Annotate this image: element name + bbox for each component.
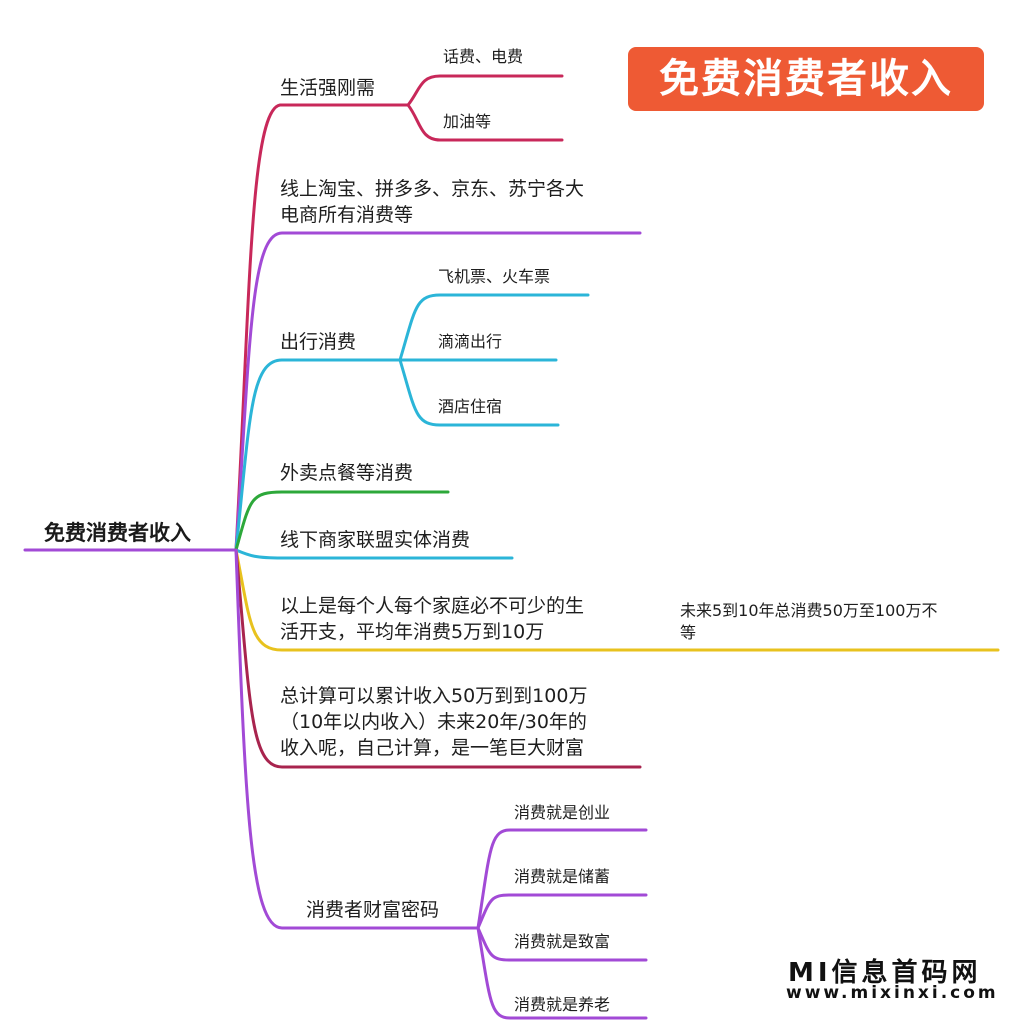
watermark-url: www.mixinxi.com (786, 983, 999, 1003)
connector-b8-sub2 (476, 893, 648, 930)
branch-b1-sub2: 加油等 (443, 112, 492, 131)
branch-b7-label-line1: 总计算可以累计收入50万到到100万 (280, 685, 588, 707)
branch-b3-sub1: 飞机票、火车票 (438, 267, 551, 286)
branch-b3-sub3: 酒店住宿 (438, 397, 503, 416)
branch-b8-sub2: 消费就是储蓄 (514, 867, 611, 886)
connector-b1-sub2 (406, 103, 564, 142)
connector-b8-sub1 (476, 828, 648, 930)
watermark-name: MI信息首码网 (788, 958, 982, 988)
branch-b7-label-line3: 收入呢，自己计算，是一笔巨大财富 (280, 737, 585, 759)
connector-b4 (234, 490, 450, 552)
connector-b8-sub3 (476, 926, 648, 962)
title-badge: 免费消费者收入 (628, 47, 984, 111)
branch-b6-label-line1: 以上是每个人每个家庭必不可少的生 (280, 595, 585, 617)
branch-b7-label-line2: （10年以内收入）未来20年/30年的 (280, 711, 587, 733)
connector-b3 (234, 358, 402, 552)
connector-b8-sub4 (476, 926, 648, 1020)
branch-b1-label: 生活强刚需 (280, 77, 376, 99)
connector-b2 (234, 231, 642, 552)
connector-b6 (234, 548, 1000, 652)
branch-b8-label: 消费者财富密码 (306, 899, 440, 921)
connector-b7 (234, 548, 642, 769)
branch-b6-note-line1: 未来5到10年总消费50万至100万不 (680, 601, 938, 620)
branch-b3-sub2: 滴滴出行 (438, 332, 503, 351)
connector-b3-sub1 (398, 293, 590, 362)
branch-b2-label-line2: 电商所有消费等 (280, 204, 414, 226)
branch-b5-label: 线下商家联盟实体消费 (280, 529, 471, 551)
branch-b2-label-line1: 线上淘宝、拼多多、京东、苏宁各大 (280, 178, 585, 200)
connector-b3-sub3 (398, 358, 560, 427)
root-node: 免费消费者收入 (44, 521, 191, 545)
connector-b8 (234, 548, 480, 930)
branch-b3-label: 出行消费 (280, 331, 357, 353)
branch-b6-label-line2: 活开支，平均年消费5万到10万 (280, 621, 545, 643)
branch-b1-sub1: 话费、电费 (443, 47, 524, 66)
branch-b8-sub3: 消费就是致富 (514, 932, 611, 951)
branch-b4-label: 外卖点餐等消费 (280, 462, 414, 484)
branch-b8-sub4: 消费就是养老 (514, 995, 611, 1014)
branch-b8-sub1: 消费就是创业 (514, 803, 611, 822)
branch-b6-note-line2: 等 (680, 623, 697, 642)
connector-b5 (234, 548, 514, 560)
connector-b1-sub1 (406, 74, 564, 107)
